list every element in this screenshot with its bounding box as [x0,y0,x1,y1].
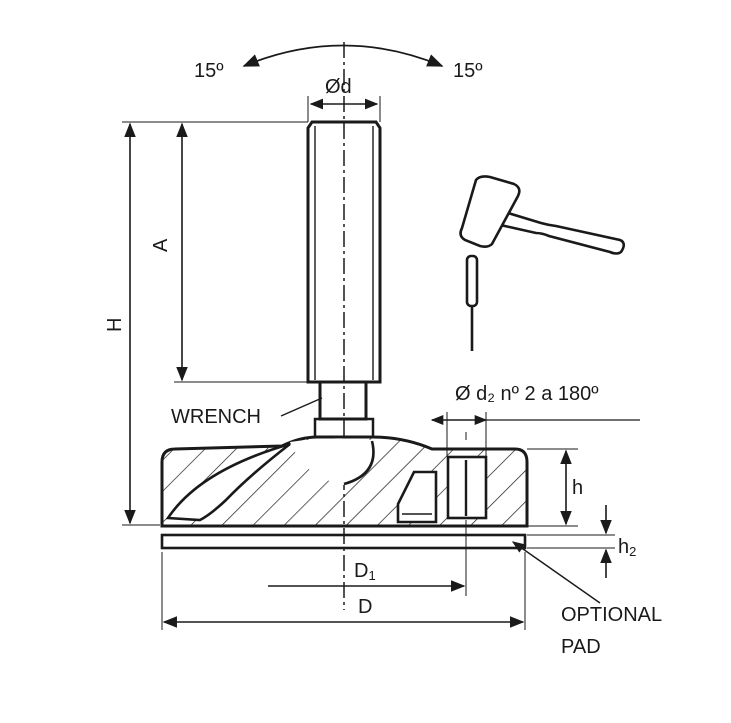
pad-leader [511,541,601,604]
optional-label: OPTIONAL [561,604,662,626]
hammer-icon [459,175,626,255]
base-height-label: h [572,477,583,499]
screwdriver-icon [465,254,479,351]
thread-diameter-label: Ød [325,76,352,98]
angle-left-label: 15º [194,60,224,82]
height-A-label: A [150,238,172,252]
base-body [160,435,529,528]
wrench-label: WRENCH [171,406,261,428]
clamp-insert [396,470,438,524]
pad-height-label: h2 [618,536,636,559]
holes-label: Ø d₂ nº 2 a 180º [455,383,599,405]
angle-right-label: 15º [453,60,483,82]
d1-label: D1 [354,560,376,583]
d-label: D [358,596,372,618]
height-H-label: H [104,318,126,332]
pad-label: PAD [561,636,601,658]
tilt-arc [242,44,444,67]
wrench-leader [280,397,323,417]
wrench-flats [318,380,368,421]
